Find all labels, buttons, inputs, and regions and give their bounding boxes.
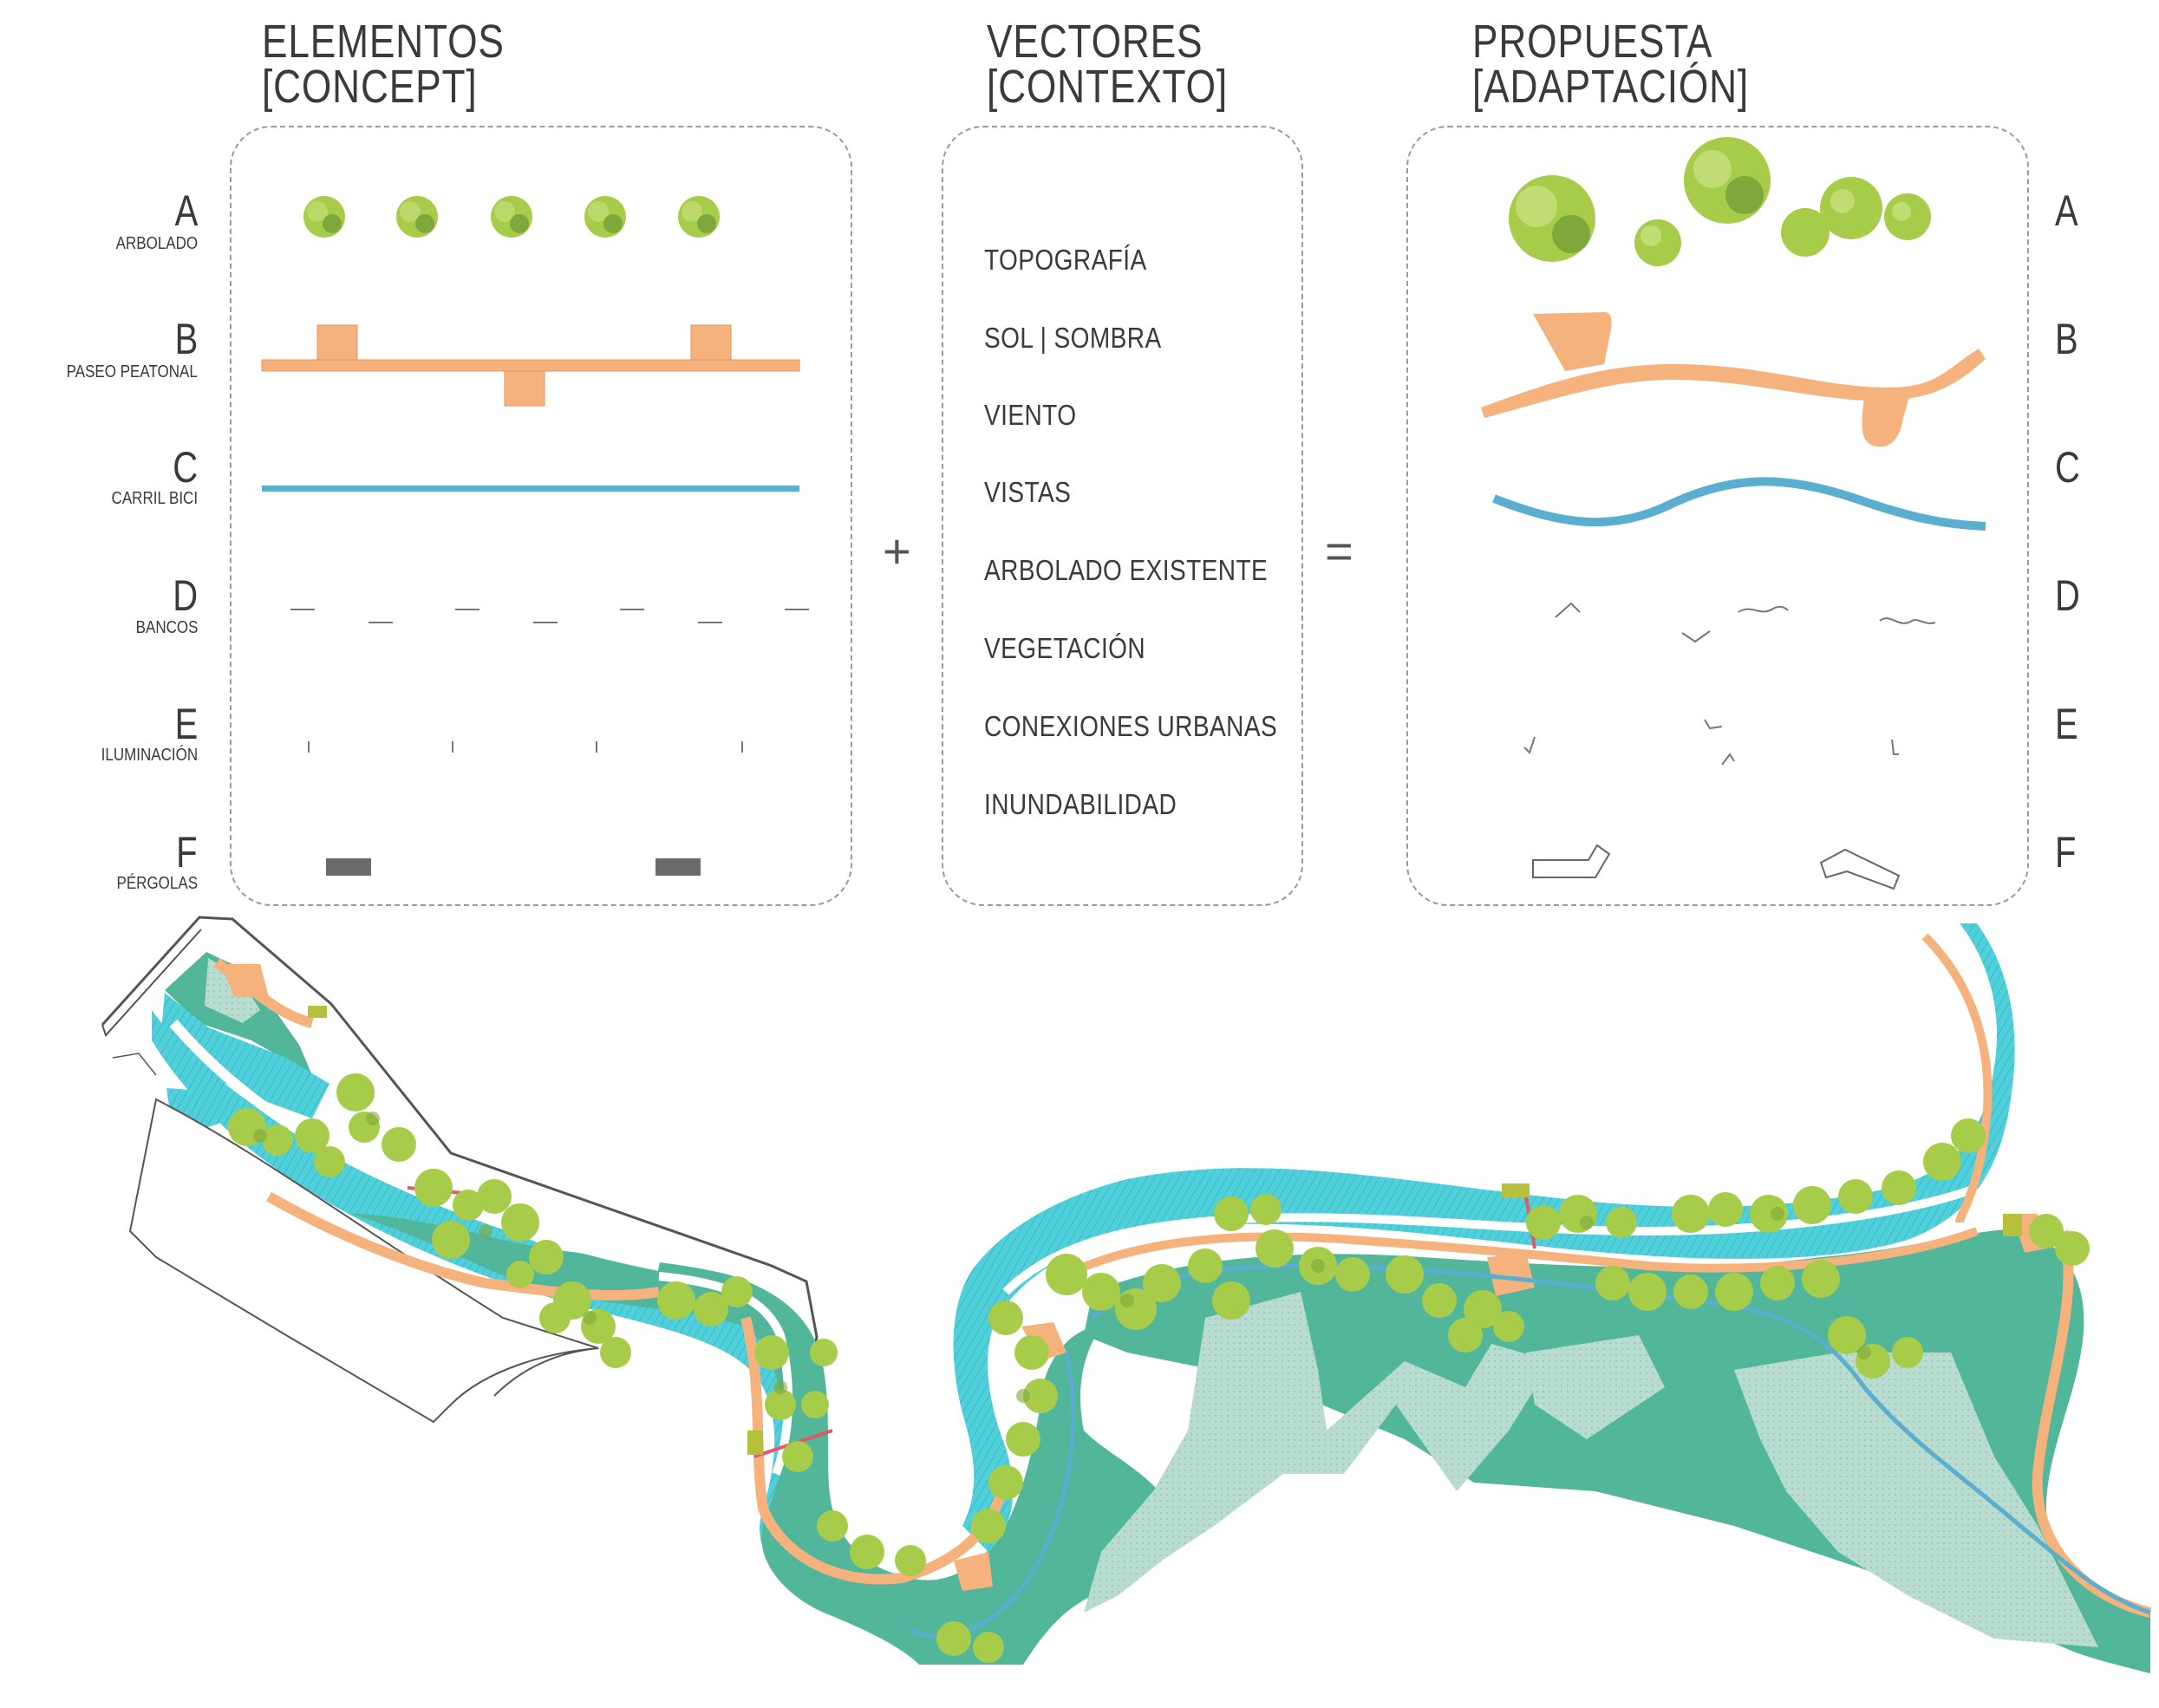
bench-mark bbox=[1879, 617, 1936, 624]
bench-mark bbox=[1555, 602, 1581, 618]
row-d-letter-left: D bbox=[173, 571, 198, 620]
tree-icon bbox=[303, 196, 345, 238]
plan-pergola bbox=[308, 1006, 327, 1018]
tree-cluster-icon bbox=[1781, 177, 1882, 257]
proposal-trees bbox=[1509, 137, 1931, 266]
proposal-bancos bbox=[1555, 602, 1936, 643]
bench-mark bbox=[1738, 605, 1789, 613]
paseo-plaza bbox=[1533, 312, 1612, 371]
row-a-letter-right: A bbox=[2055, 186, 2078, 235]
heading-vectores: VECTORES [CONTEXTO] bbox=[987, 16, 1229, 113]
pergola-block bbox=[656, 858, 701, 876]
row-e-letter-right: E bbox=[2055, 700, 2078, 748]
row-c-label: CARRIL BICI bbox=[111, 489, 198, 508]
heading-elementos-line2: [CONCEPT] bbox=[262, 61, 478, 113]
plan-tree-canopy bbox=[228, 1073, 2090, 1663]
vector-item-topografia: TOPOGRAFÍA bbox=[984, 244, 1147, 276]
vector-item-vegetacion: VEGETACIÓN bbox=[984, 632, 1146, 664]
heading-propuesta: PROPUESTA [ADAPTACIÓN] bbox=[1472, 16, 1750, 113]
vector-item-viento: VIENTO bbox=[984, 399, 1077, 431]
tree-icon bbox=[491, 196, 532, 238]
tree-icon bbox=[396, 196, 438, 238]
concept-trees bbox=[303, 196, 720, 238]
heading-propuesta-line1: PROPUESTA bbox=[1472, 16, 1713, 68]
bench-mark bbox=[1681, 630, 1711, 643]
row-a-label: ARBOLADO bbox=[115, 234, 198, 253]
panel-elementos bbox=[230, 126, 852, 906]
paseo-bar bbox=[261, 359, 800, 372]
concept-pergolas bbox=[326, 858, 701, 876]
proposal-bici-line bbox=[1492, 477, 1986, 531]
pergola-shape bbox=[1532, 844, 1611, 878]
row-f-letter-left: F bbox=[176, 828, 198, 877]
row-e-letter-left: E bbox=[174, 700, 198, 748]
panel-propuesta bbox=[1406, 126, 2029, 906]
row-d-letter-right: D bbox=[2055, 571, 2080, 620]
proposal-paseo bbox=[1481, 312, 1986, 447]
tree-cluster-icon bbox=[1634, 219, 1681, 266]
concept-iluminacion bbox=[308, 741, 743, 753]
row-a-letter-left: A bbox=[174, 186, 198, 235]
row-f-label: PÉRGOLAS bbox=[116, 874, 198, 893]
paseo-plaza bbox=[690, 324, 732, 361]
heading-vectores-line1: VECTORES bbox=[987, 16, 1203, 68]
row-e-label: ILUMINACIÓN bbox=[101, 746, 198, 765]
proposal-iluminacion bbox=[1523, 719, 1899, 766]
plan-pergola bbox=[1502, 1183, 1530, 1197]
heading-propuesta-line2: [ADAPTACIÓN] bbox=[1472, 61, 1750, 113]
vector-item-sol-sombra: SOL | SOMBRA bbox=[984, 322, 1162, 354]
pergola-shape bbox=[1819, 848, 1901, 890]
paseo-plaza bbox=[504, 370, 545, 407]
row-b-label: PASEO PEATONAL bbox=[66, 362, 198, 381]
vector-item-conexiones-urbanas: CONEXIONES URBANAS bbox=[984, 710, 1278, 742]
equals-sign: = bbox=[1325, 524, 1353, 578]
concept-bici-line bbox=[262, 486, 799, 492]
lamp-mark bbox=[1523, 736, 1536, 754]
row-b-letter-right: B bbox=[2055, 315, 2078, 363]
tree-cluster-icon bbox=[1509, 175, 1595, 262]
lamp-mark bbox=[1891, 739, 1899, 755]
row-c-letter-left: C bbox=[173, 443, 198, 492]
tree-cluster-icon bbox=[1684, 137, 1771, 224]
plan-pergola bbox=[747, 1431, 763, 1455]
row-c-letter-right: C bbox=[2055, 443, 2080, 492]
heading-elementos-line1: ELEMENTOS bbox=[262, 16, 505, 68]
panel-vectores bbox=[942, 126, 1303, 906]
plus-sign: + bbox=[883, 524, 911, 578]
row-d-label: BANCOS bbox=[135, 618, 198, 637]
master-plan bbox=[101, 916, 2152, 1673]
vector-item-arbolado-existente: ARBOLADO EXISTENTE bbox=[984, 554, 1269, 586]
row-f-letter-right: F bbox=[2055, 828, 2077, 877]
proposal-pergolas bbox=[1532, 844, 1901, 890]
vector-item-inundabilidad: INUNDABILIDAD bbox=[984, 788, 1177, 820]
vector-item-vistas: VISTAS bbox=[984, 476, 1072, 508]
lamp-mark bbox=[1721, 753, 1735, 766]
heading-elementos: ELEMENTOS [CONCEPT] bbox=[262, 16, 505, 113]
tree-icon bbox=[678, 196, 720, 238]
paseo-plaza bbox=[316, 324, 358, 361]
row-b-letter-left: B bbox=[174, 315, 198, 363]
plan-pergola bbox=[2003, 1214, 2022, 1236]
concept-bancos bbox=[290, 609, 809, 623]
plan-tree-shade bbox=[253, 1112, 1871, 1403]
pergola-block bbox=[326, 858, 371, 876]
tree-cluster-icon bbox=[1884, 193, 1931, 240]
heading-vectores-line2: [CONTEXTO] bbox=[987, 61, 1229, 113]
concept-paseo bbox=[261, 324, 800, 407]
lamp-mark bbox=[1704, 719, 1723, 730]
tree-icon bbox=[584, 196, 626, 238]
paseo-plaza bbox=[1862, 388, 1912, 447]
